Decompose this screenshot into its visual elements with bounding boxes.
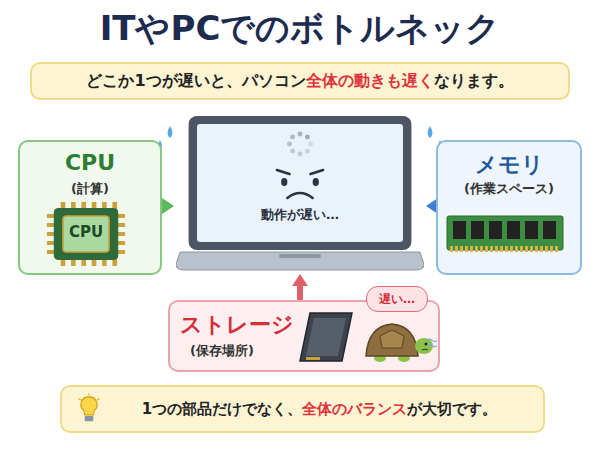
ram-board <box>447 216 563 250</box>
sweat-drop <box>428 126 433 138</box>
arrow-head <box>162 198 174 214</box>
ram-contact <box>535 246 538 252</box>
wave <box>427 339 437 347</box>
loading-dot <box>290 135 295 140</box>
bulb-rays <box>79 393 100 400</box>
loading-dot <box>297 132 302 137</box>
ram-contact <box>480 246 483 252</box>
ram-contact <box>515 246 518 252</box>
speech-bubble: 遅い… <box>366 286 428 312</box>
ram-contact <box>455 246 458 252</box>
arrow-head <box>292 274 308 286</box>
loading-dot <box>287 142 292 147</box>
ram-contact <box>520 246 523 252</box>
node-text: が大切です。 <box>407 400 497 419</box>
bulb-glass <box>81 397 97 415</box>
node-text: なります。 <box>434 71 514 92</box>
ssd-face <box>306 318 346 356</box>
laptop-outline <box>176 112 424 272</box>
loading-dot <box>305 149 310 154</box>
loading-dot <box>308 142 313 147</box>
node-text: 動作が遅い… <box>176 206 424 224</box>
shell-pattern <box>380 330 404 348</box>
ram-contact <box>470 246 473 252</box>
node-text: (作業スペース) <box>438 180 580 198</box>
eye <box>281 178 287 186</box>
eyebrow <box>277 170 290 174</box>
ram-contact <box>540 246 543 252</box>
node-text: (計算) <box>20 180 160 198</box>
node-text: (保存場所) <box>190 342 254 360</box>
tip-box: 1つの部品だけでなく、全体のバランスが大切です。 <box>60 385 545 433</box>
ram-contact <box>475 246 478 252</box>
loading-dot <box>290 149 295 154</box>
ram-contact <box>465 246 468 252</box>
connector-line <box>297 284 303 298</box>
node-text: メモリ <box>438 150 580 180</box>
ram-chip <box>453 221 466 239</box>
light-bulb <box>76 393 102 425</box>
ram-contact <box>510 246 513 252</box>
laptop-screen <box>197 124 403 242</box>
mouth <box>287 193 312 198</box>
node-text: CPU <box>20 150 160 175</box>
memory-box: メモリ(作業スペース) <box>436 140 582 275</box>
loading-dot <box>297 152 302 157</box>
motion-lines <box>426 336 438 350</box>
laptop-base <box>176 252 424 270</box>
ram-stick <box>445 210 565 260</box>
ram-chip <box>489 221 502 239</box>
summary-banner: どこか1つが遅いと、パソコン全体の動きも遅くなります。 <box>30 62 570 100</box>
connector <box>162 198 174 214</box>
eyebrow <box>311 170 324 174</box>
ram-contact <box>500 246 503 252</box>
turtle <box>358 316 438 366</box>
node-text: どこか1つが遅いと、パソコン <box>86 71 305 92</box>
cpu-box: CPU (計算) CPU <box>18 140 162 275</box>
ram-contact <box>495 246 498 252</box>
connector <box>292 274 308 298</box>
ssd-body <box>300 313 352 361</box>
laptop-notch <box>279 254 321 258</box>
laptop-bezel <box>189 116 412 250</box>
node-text: CPU <box>40 223 132 241</box>
sweat-drop <box>168 126 173 138</box>
node-text: 全体のバランス <box>302 400 407 419</box>
turtle-shell <box>366 324 418 356</box>
ram-contact <box>460 246 463 252</box>
ssd-drive <box>298 311 354 363</box>
ram-contact <box>505 246 508 252</box>
node-text: 1つの部品だけでなく、 <box>142 400 302 419</box>
node-text: 遅い… <box>379 291 415 308</box>
storage-box: ストレージ(保存場所)遅い… <box>168 300 440 372</box>
ram-contact <box>545 246 548 252</box>
ram-contact <box>530 246 533 252</box>
cpu-chip: CPU <box>40 202 132 266</box>
ram-chip <box>543 221 556 239</box>
ram-contact <box>490 246 493 252</box>
eye <box>313 178 319 186</box>
node-text: ストレージ <box>180 310 294 340</box>
turtle-mouth <box>422 349 428 350</box>
ram-contact <box>525 246 528 252</box>
ram-contact <box>450 246 453 252</box>
ram-chip <box>525 221 538 239</box>
node-text: 全体の動きも遅く <box>306 71 434 92</box>
ram-contact <box>485 246 488 252</box>
ram-contact <box>550 246 553 252</box>
title: ITやPCでのボトルネック <box>0 6 600 52</box>
ssd-connector <box>306 357 320 360</box>
ram-contact <box>555 246 558 252</box>
laptop: 動作が遅い… <box>176 112 424 272</box>
loading-dot <box>305 135 310 140</box>
ram-chip <box>471 221 484 239</box>
turtle-head <box>415 338 433 354</box>
bulb-base <box>85 416 94 421</box>
ram-chip <box>507 221 520 239</box>
